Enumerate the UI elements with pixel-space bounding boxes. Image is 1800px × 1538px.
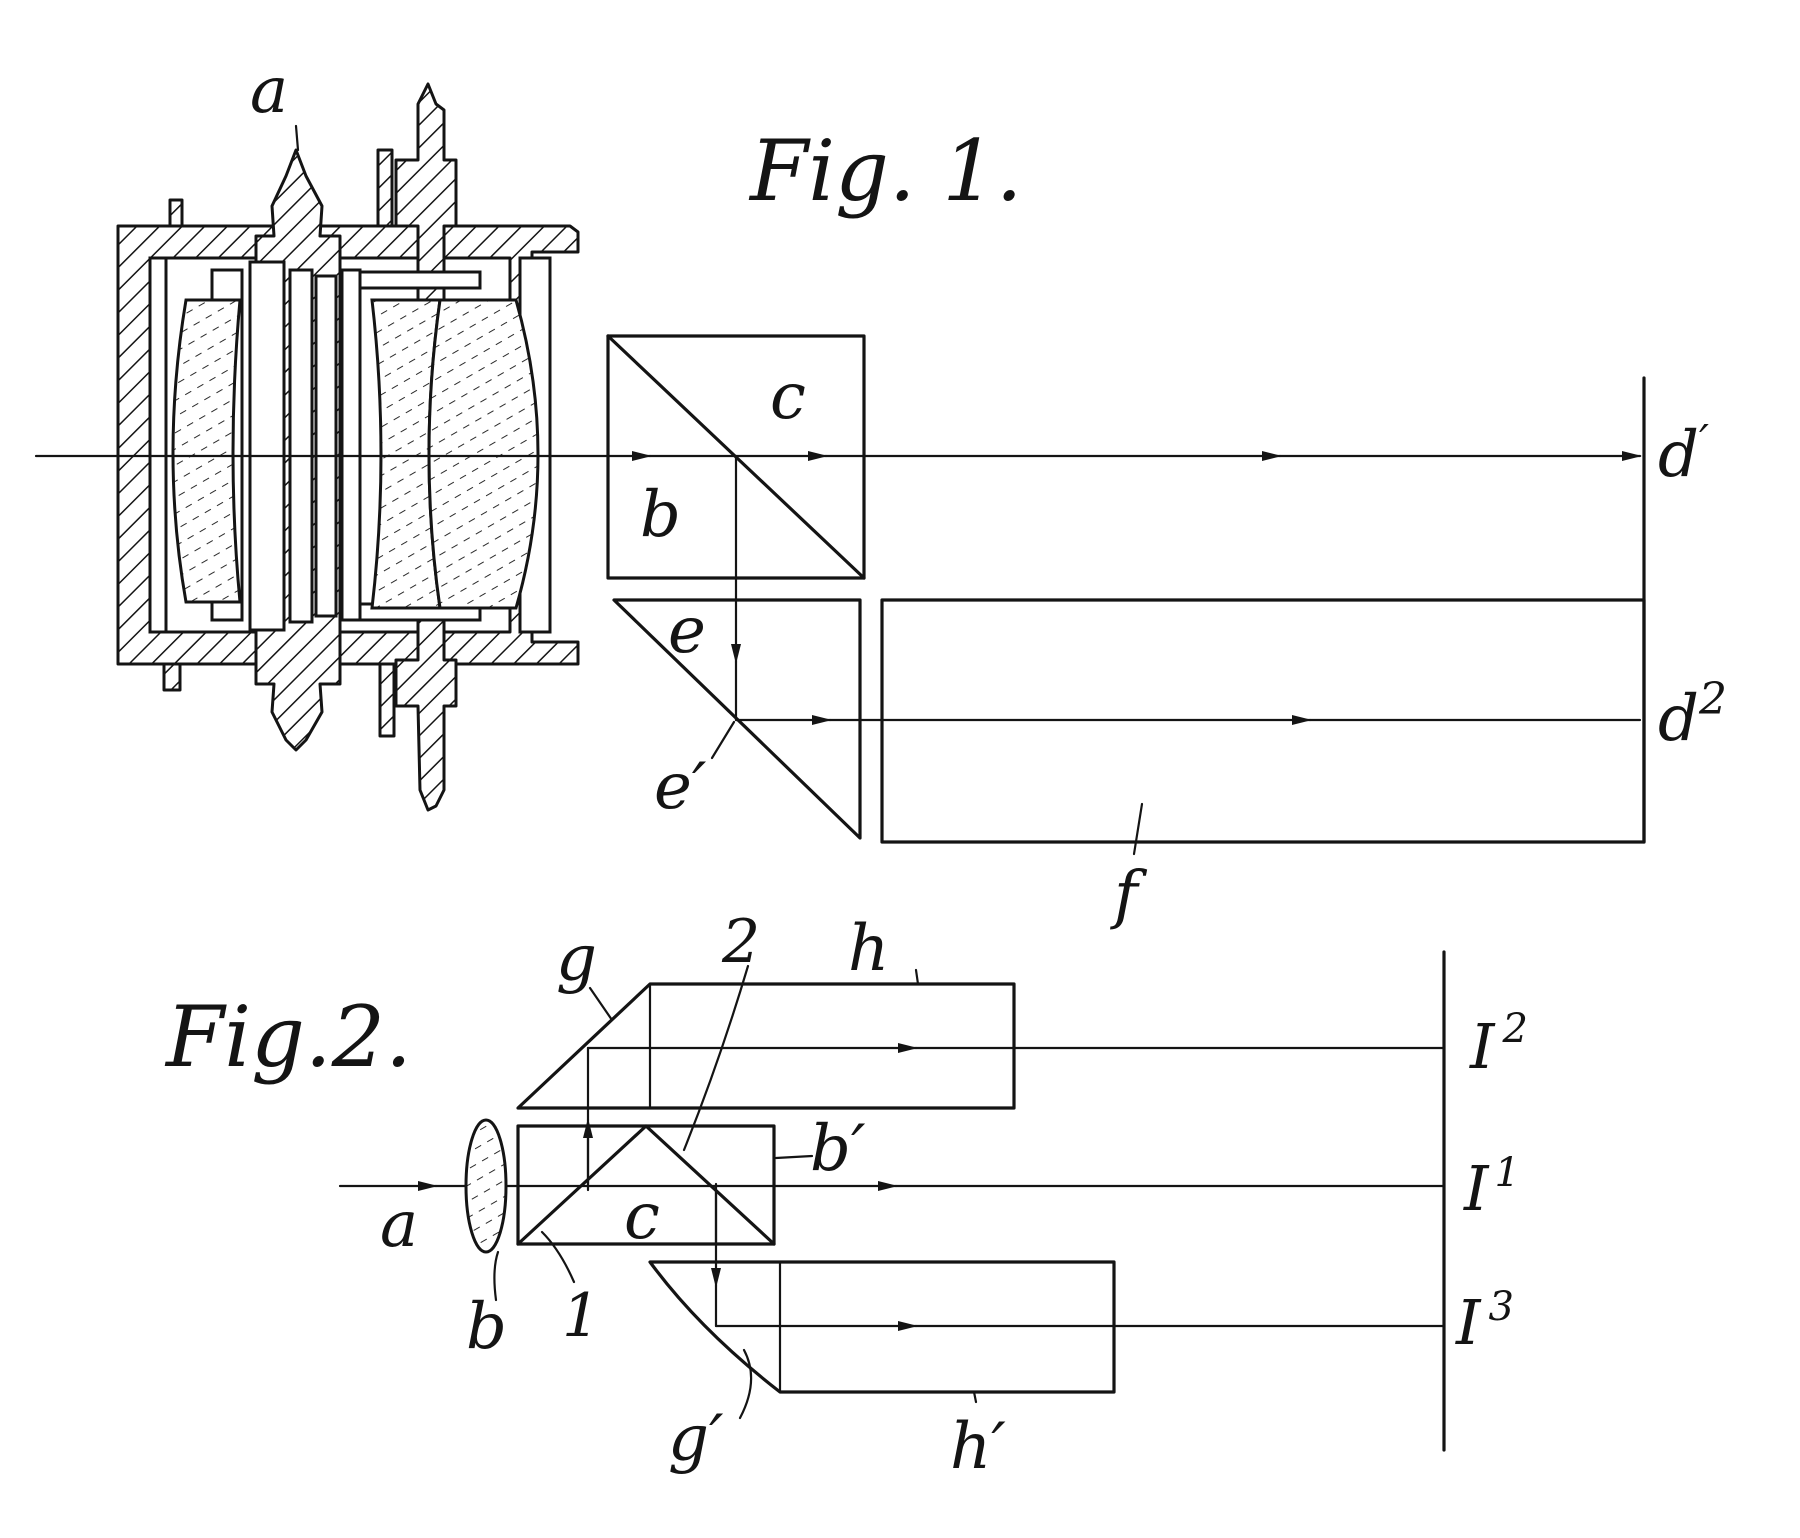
label-g1: g′ [668, 1402, 724, 1476]
leader-1 [540, 1230, 576, 1284]
leader-b1 [774, 1154, 814, 1160]
label-2: 2 [721, 907, 760, 977]
label-f: f [1110, 858, 1148, 932]
lens-barrel [116, 82, 580, 812]
leader-f [1132, 802, 1144, 856]
label-d2: d2 [1658, 674, 1727, 756]
lens-a [464, 1118, 508, 1254]
label-b1: b′ [810, 1112, 866, 1186]
label-d1: d′ [1658, 416, 1709, 492]
label-a: a [250, 54, 288, 128]
figure-1-title: Fig. 1. [748, 122, 1022, 220]
leader-h [914, 968, 920, 986]
glass-block-f [880, 598, 1646, 844]
label-h1: h′ [950, 1410, 1006, 1484]
leader-h1 [972, 1390, 978, 1404]
label-g: g [556, 922, 597, 996]
figure-1: Fig. 1. a b c d′ d2 e e′ f [34, 54, 1727, 932]
label-1: 1 [562, 1281, 600, 1351]
label-c: c [624, 1180, 660, 1254]
label-e: e [668, 594, 706, 668]
upper-prism-block-h [516, 982, 1016, 1110]
leader-g1 [738, 1348, 753, 1420]
leader-g [588, 986, 614, 1022]
leader-2 [682, 964, 750, 1152]
figure-2: Fig.2. [164, 907, 1528, 1484]
roof-splitter [516, 1124, 776, 1246]
label-b: b [466, 1290, 507, 1364]
leader-a [294, 124, 300, 152]
label-c: c [770, 360, 806, 434]
label-a: a [380, 1188, 418, 1262]
label-b: b [640, 478, 681, 552]
leader-b [493, 1250, 500, 1302]
leader-e1 [710, 720, 736, 760]
label-h: h [848, 912, 889, 986]
figure-2-title: Fig.2. [164, 988, 412, 1086]
label-e1: e′ [654, 750, 707, 824]
